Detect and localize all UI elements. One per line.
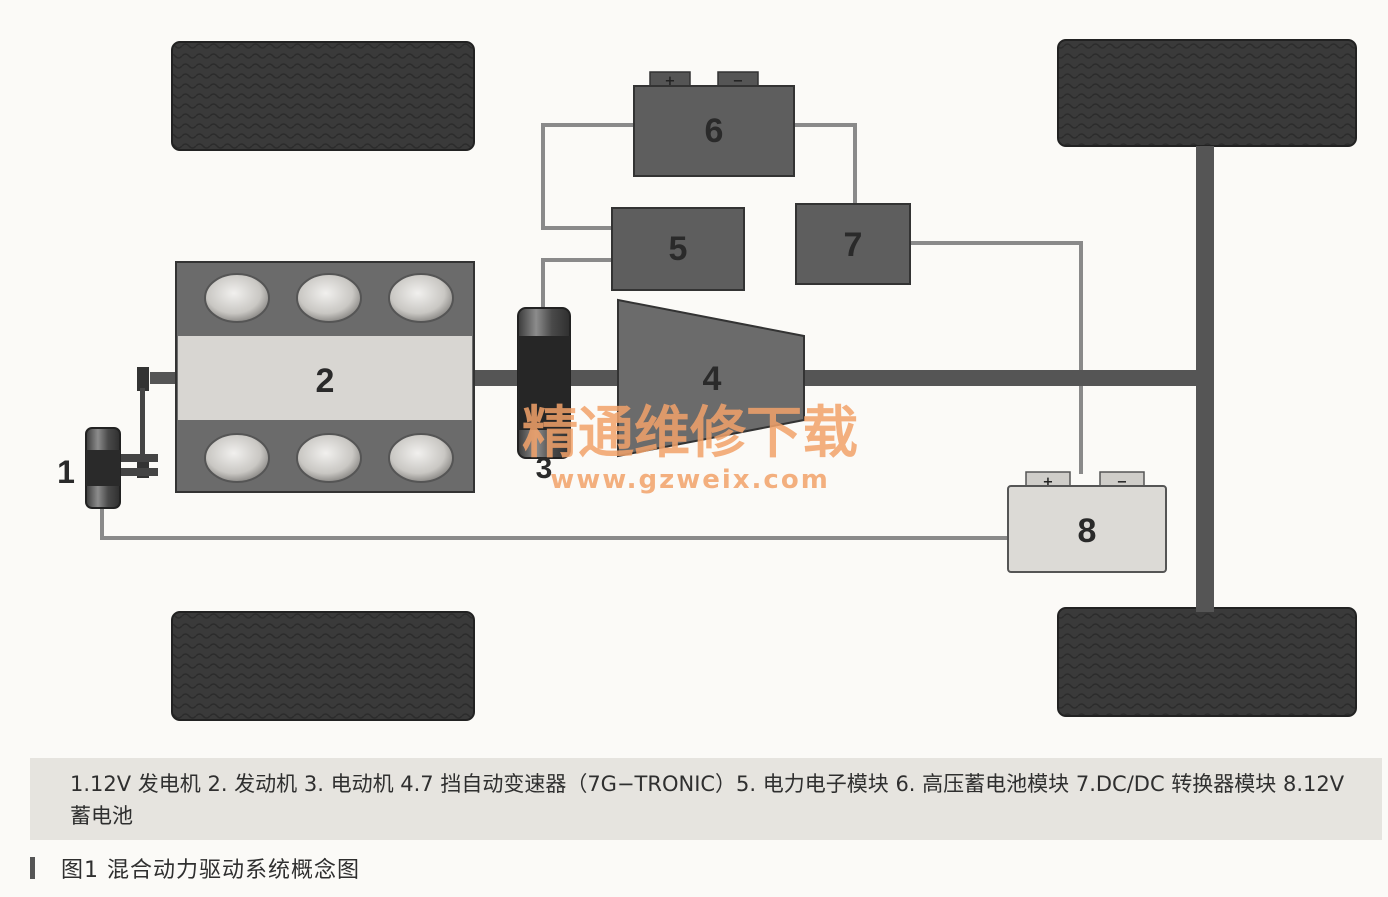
caption-box: 1.12V 发电机 2. 发动机 3. 电动机 4.7 挡自动变速器（7G−TR… — [30, 758, 1382, 840]
tire-rear-left — [171, 611, 475, 721]
power-electronics-module: 5 — [611, 207, 745, 291]
hv-battery-label: 6 — [705, 112, 724, 150]
cylinder — [204, 433, 270, 483]
transmission-label: 4 — [703, 360, 722, 398]
watermark-url: www.gzweix.com — [550, 465, 830, 495]
figure-title-row: 图1 混合动力驱动系统概念图 — [30, 850, 360, 886]
wiring — [100, 123, 1083, 540]
figure-title: 图1 混合动力驱动系统概念图 — [61, 858, 360, 883]
wire-dcdc-to-12v — [910, 241, 1083, 474]
dcdc-label: 7 — [844, 226, 863, 264]
drive-shaft — [474, 370, 1198, 386]
battery-12v: + − 8 — [1007, 471, 1167, 573]
alternator: 1 — [57, 427, 121, 509]
tire-rear-right — [1057, 607, 1357, 717]
figure-legend: 1.12V 发电机 2. 发动机 3. 电动机 4.7 挡自动变速器（7G−TR… — [70, 772, 1345, 828]
wire-hvbattery-to-pe — [541, 123, 634, 230]
wire-hvbattery-to-dcdc — [794, 123, 857, 205]
hv-battery-module: + − 6 — [633, 71, 795, 177]
tire-front-right — [1057, 39, 1357, 147]
battery-12v-label: 8 — [1078, 512, 1097, 550]
battery-12v-plus: + — [1043, 475, 1054, 490]
dcdc-converter-module: 7 — [795, 203, 911, 285]
engine: 2 — [175, 261, 475, 493]
tire-front-left — [171, 41, 475, 151]
watermark: 精通维修下载 www.gzweix.com — [522, 400, 858, 495]
hybrid-drive-diagram: 1 2 3 4 + − 6 5 7 — [57, 39, 1357, 721]
alternator-label: 1 — [57, 454, 75, 490]
cylinder — [204, 273, 270, 323]
front-shaft — [150, 372, 178, 384]
cylinder — [296, 273, 362, 323]
wire-pe-to-motor — [541, 258, 612, 310]
belt-drive — [118, 367, 158, 478]
hv-battery-minus: − — [733, 74, 744, 89]
transmission: 4 — [617, 298, 805, 458]
tires — [171, 39, 1357, 721]
motor-label: 3 — [536, 452, 553, 485]
rear-axle — [1196, 146, 1214, 612]
cylinder — [388, 433, 454, 483]
cylinder — [296, 433, 362, 483]
electric-motor: 3 — [517, 307, 571, 485]
battery-12v-minus: − — [1117, 475, 1128, 490]
engine-label: 2 — [316, 362, 335, 400]
title-marker — [30, 857, 35, 879]
cylinder — [388, 273, 454, 323]
hv-battery-plus: + — [665, 74, 676, 89]
watermark-title: 精通维修下载 — [522, 400, 858, 466]
power-electronics-label: 5 — [669, 230, 688, 268]
wire-alternator-to-12v — [100, 506, 1008, 540]
